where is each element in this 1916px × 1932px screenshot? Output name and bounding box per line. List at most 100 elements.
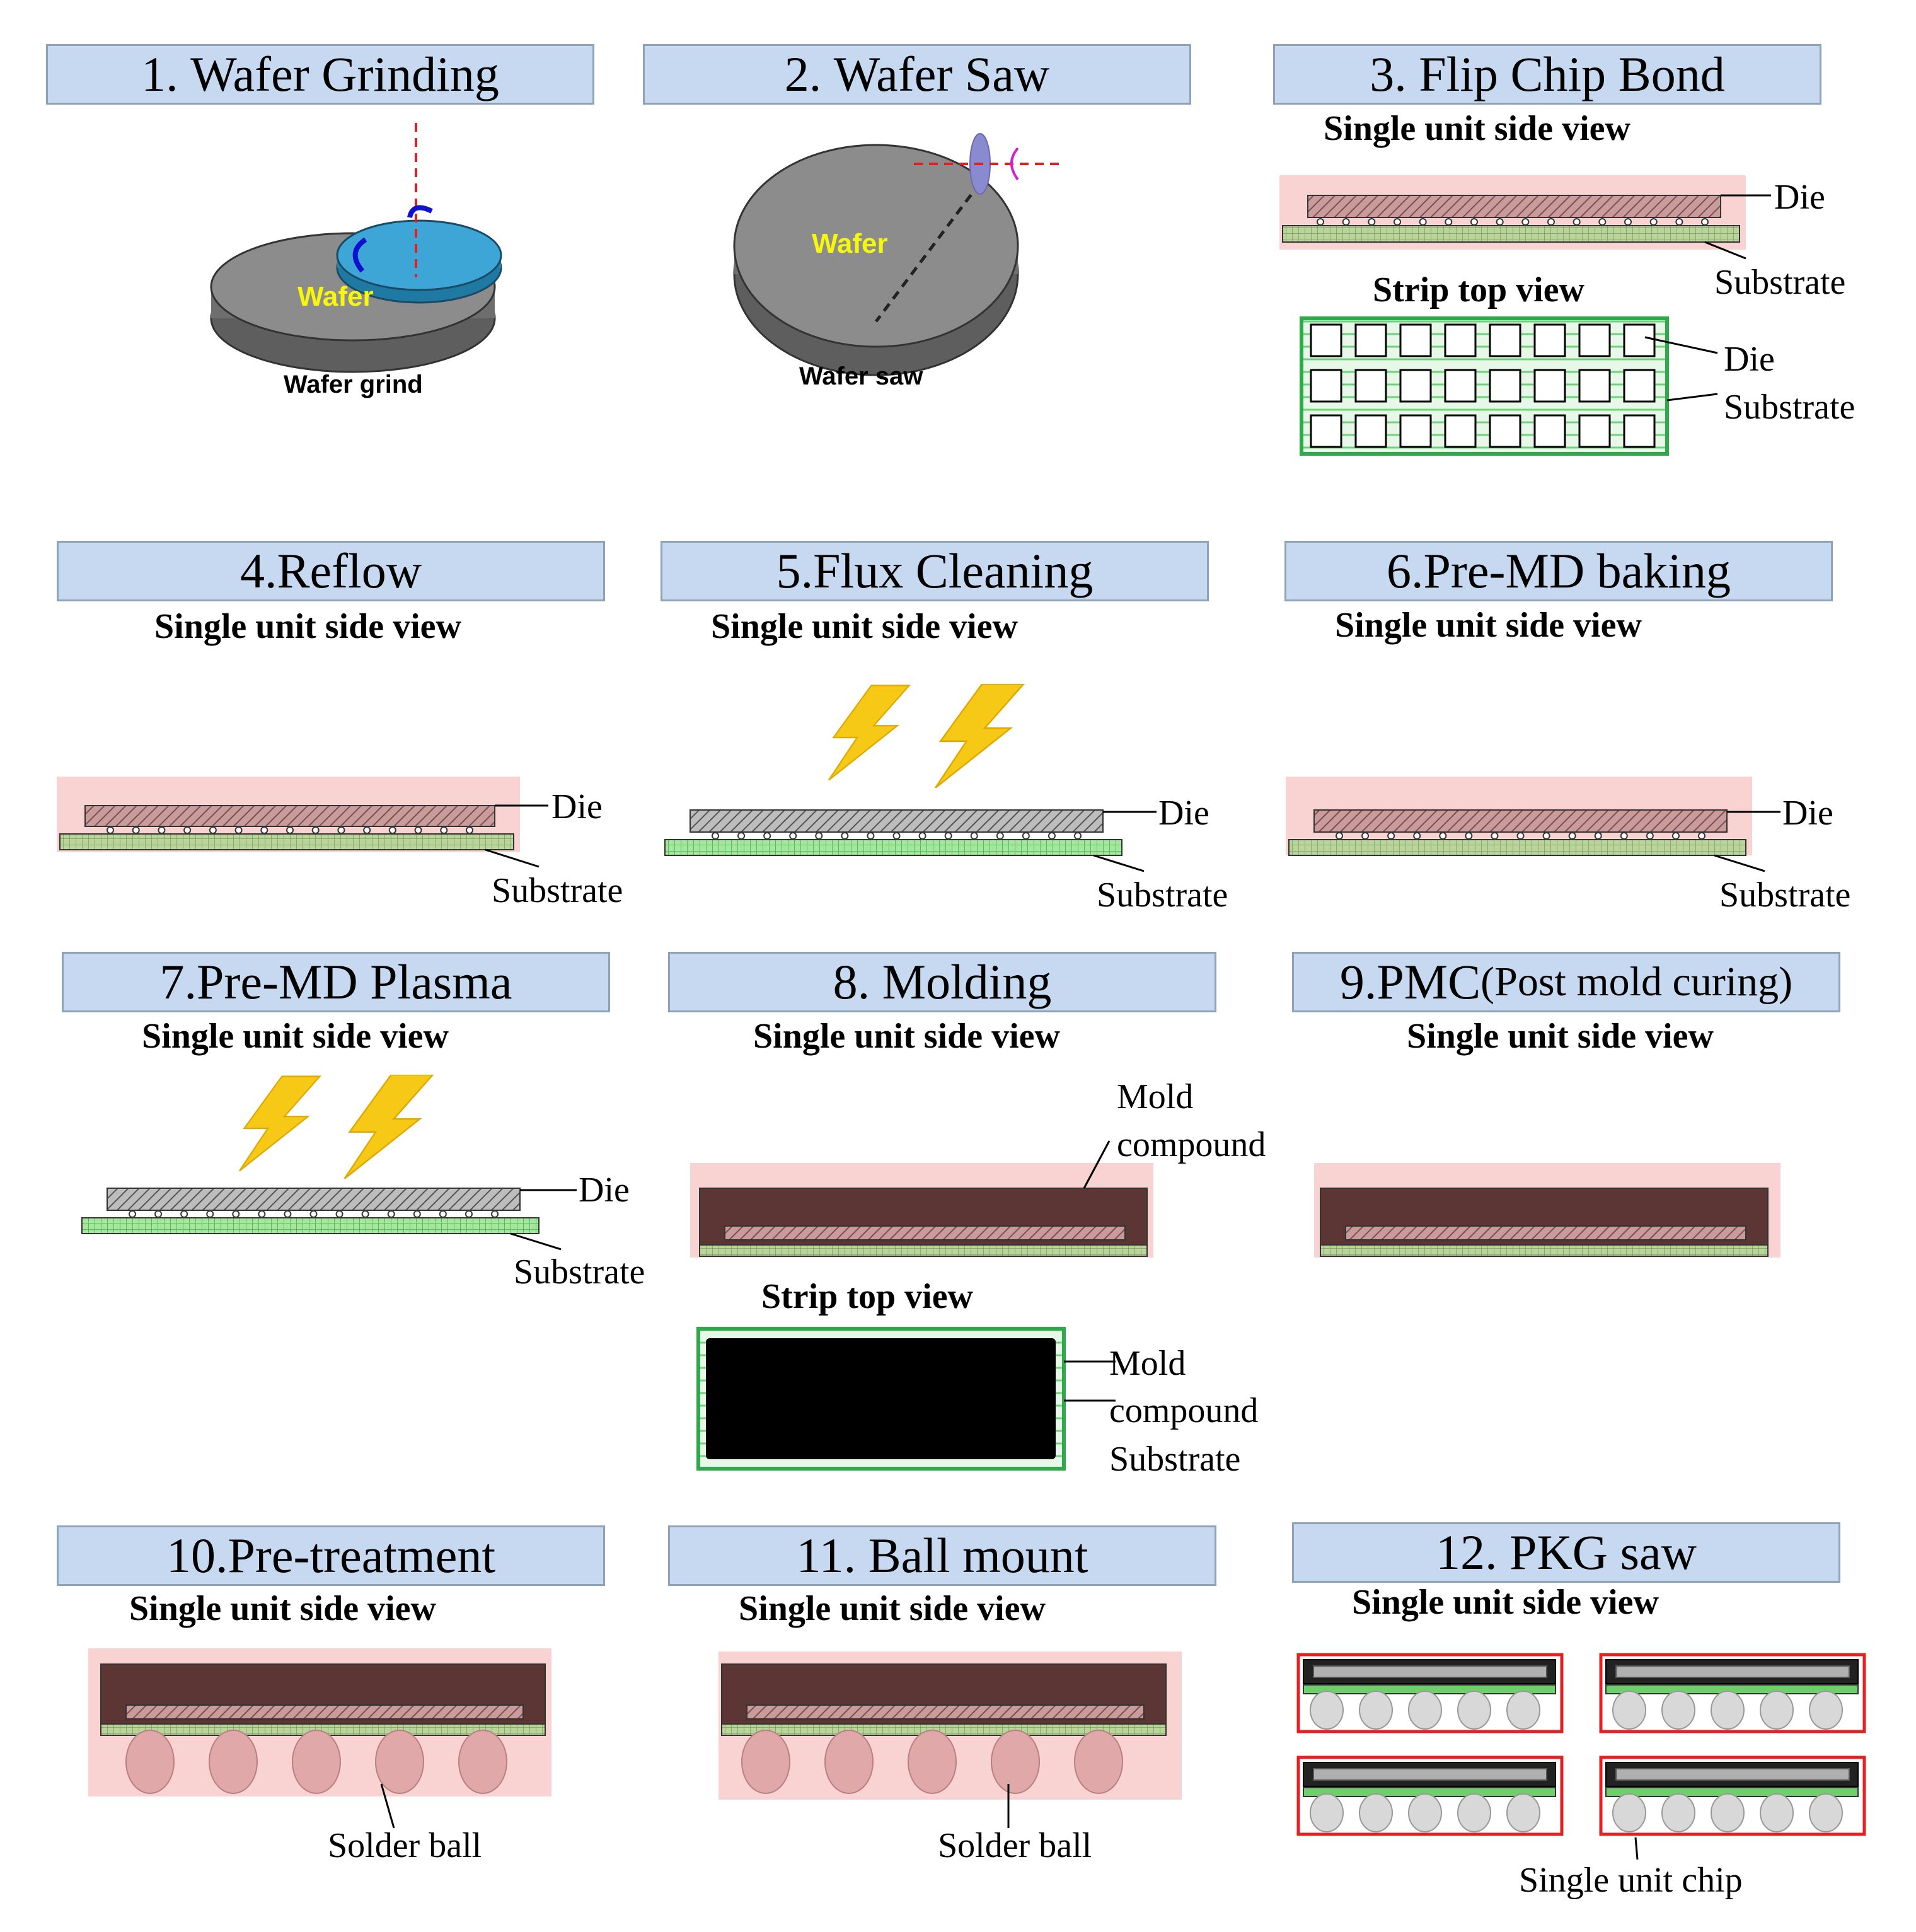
solder-ball	[1612, 1691, 1646, 1730]
step-12-header: 12. PKG saw	[1292, 1522, 1840, 1583]
solder-ball	[1310, 1691, 1344, 1730]
solder-bump	[465, 1210, 473, 1218]
step-7-number: 7.	[159, 954, 197, 1009]
solder-bump	[1439, 832, 1447, 840]
solder-bump	[1394, 218, 1401, 226]
solder-bump	[1496, 218, 1504, 226]
solder-bump	[107, 826, 114, 834]
solder-bump	[1074, 832, 1082, 840]
strip-die-square	[1489, 323, 1521, 357]
step-3-substrate-label: Substrate	[1714, 263, 1846, 302]
solder-bump	[414, 826, 422, 834]
solder-bump	[1624, 218, 1632, 226]
solder-ball	[1506, 1691, 1540, 1730]
step-8-compound-label: compound	[1117, 1125, 1266, 1164]
solder-bump	[1701, 218, 1709, 226]
solder-bump	[918, 832, 926, 840]
step-5-side-view-figure	[664, 684, 1157, 872]
strip-die-square	[1399, 369, 1432, 403]
step-10-subtitle: Single unit side view	[129, 1589, 436, 1628]
solder-bump	[337, 826, 345, 834]
solder-bump	[1465, 832, 1473, 840]
step-1-wafer-label: Wafer	[297, 281, 374, 312]
strip-die-square	[1533, 414, 1566, 448]
step-7-side-view-figure	[81, 1075, 577, 1251]
solder-bump	[1516, 832, 1525, 840]
step-7-die-label: Die	[579, 1171, 630, 1210]
step-6-header: 6.Pre-MD baking	[1284, 541, 1833, 601]
strip-die-square	[1578, 323, 1611, 357]
step-2-wafer-label: Wafer	[812, 228, 888, 259]
step-8-subtitle: Single unit side view	[753, 1017, 1060, 1056]
solder-ball	[125, 1730, 175, 1794]
solder-bump	[286, 826, 294, 834]
solder-bump	[996, 832, 1004, 840]
strip-die-square	[1533, 369, 1566, 403]
solder-ball	[1506, 1793, 1540, 1832]
solder-bump	[1649, 218, 1658, 226]
solder-ball	[1457, 1691, 1491, 1730]
strip-die-square	[1310, 369, 1342, 403]
step-11-solder-ball-label: Solder ball	[938, 1826, 1092, 1865]
solder-ball	[1661, 1793, 1695, 1832]
step-8-mold-label: Mold	[1117, 1077, 1194, 1116]
step-11-side-view-figure	[718, 1651, 1182, 1828]
solder-bump-layer	[107, 218, 1709, 1218]
solder-ball	[1310, 1793, 1344, 1832]
solder-bump	[387, 1210, 395, 1218]
solder-bump	[712, 832, 719, 840]
strip-die-square	[1578, 369, 1611, 403]
strip-die-square	[1354, 414, 1387, 448]
step-1-caption: Wafer grind	[284, 371, 423, 398]
step-3-strip-top-view-figure	[1300, 316, 1718, 456]
solder-ball	[1408, 1691, 1442, 1730]
solder-bump	[841, 832, 849, 840]
step-12-number: 12.	[1436, 1525, 1498, 1580]
step-10-number: 10.	[166, 1528, 228, 1583]
step-3-number: 3.	[1370, 47, 1407, 101]
solder-bump	[466, 826, 473, 834]
solder-ball	[1457, 1793, 1491, 1832]
solder-ball	[1809, 1793, 1843, 1832]
strip-die-square	[1444, 414, 1477, 448]
strip-die-square	[1578, 414, 1611, 448]
step-9-side-view-figure	[1314, 1163, 1780, 1258]
solder-ball	[1711, 1691, 1745, 1730]
single-unit-chip	[1296, 1653, 1564, 1733]
step-9-number: 9.	[1339, 954, 1377, 1009]
solder-bump	[132, 826, 140, 834]
solder-bump	[1022, 832, 1030, 840]
solder-bump	[258, 1210, 266, 1218]
solder-bump	[232, 1210, 240, 1218]
strip-die-square	[1310, 323, 1342, 357]
step-5-header: 5.Flux Cleaning	[661, 541, 1209, 601]
step-9-subtitle: Single unit side view	[1407, 1017, 1714, 1056]
step-6-die-label: Die	[1782, 794, 1833, 833]
step-6-subtitle: Single unit side view	[1335, 606, 1642, 645]
step-8-number: 8.	[833, 954, 870, 1009]
strip-die-square	[1354, 369, 1387, 403]
strip-die-square	[1310, 414, 1342, 448]
step-1-number: 1.	[141, 47, 178, 101]
solder-bump	[234, 826, 243, 834]
step-12-subtitle: Single unit side view	[1352, 1583, 1659, 1622]
step-10-title: Pre-treatment	[228, 1528, 495, 1583]
strip-die-square	[1489, 414, 1521, 448]
step-4-title: Reflow	[277, 543, 422, 598]
solder-bump	[763, 832, 771, 840]
step-11-number: 11.	[796, 1528, 857, 1583]
step-11-header: 11. Ball mount	[668, 1525, 1216, 1586]
step-4-number: 4.	[240, 543, 277, 598]
solder-bump	[309, 1210, 318, 1218]
step-3-strip-die-label: Die	[1724, 340, 1775, 379]
solder-bump	[1594, 832, 1602, 840]
solder-ball	[1359, 1691, 1393, 1730]
solder-ball	[1359, 1793, 1393, 1832]
step-6-side-view-figure	[1286, 777, 1780, 872]
step-5-die-label: Die	[1158, 794, 1209, 833]
step-8-side-view-figure	[690, 1140, 1153, 1258]
solder-bump	[1368, 218, 1376, 226]
solder-bump	[183, 826, 192, 834]
step-3-subtitle: Single unit side view	[1324, 109, 1630, 148]
solder-bump	[1047, 832, 1056, 840]
